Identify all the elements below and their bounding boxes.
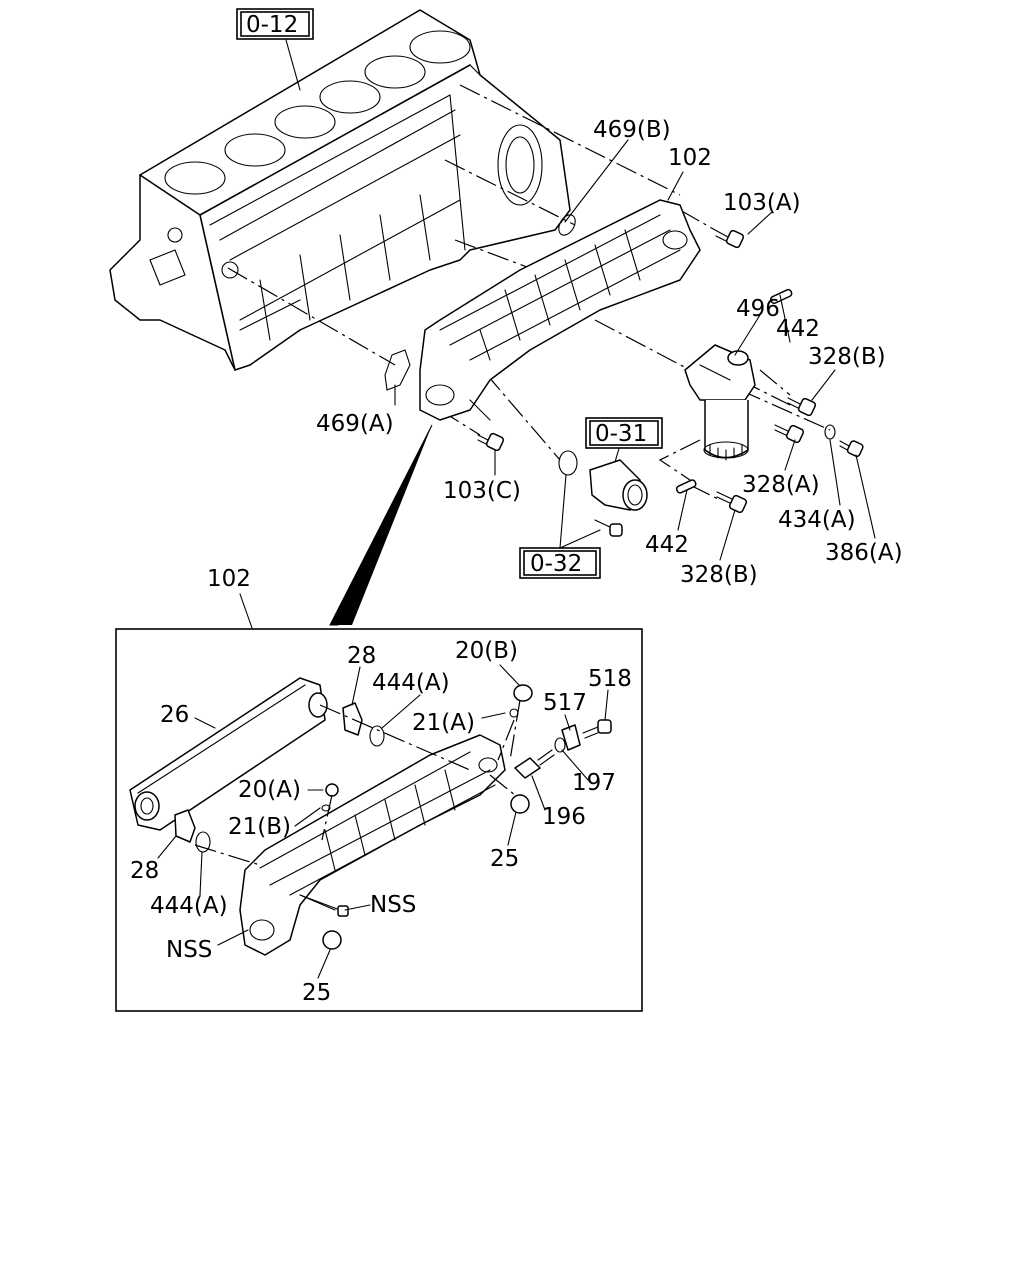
union-517 — [561, 724, 581, 751]
label-28-bottom: 28 — [130, 858, 159, 884]
label-103a: 103(A) — [723, 190, 801, 216]
nut-25-right — [510, 794, 530, 814]
label-25-right: 25 — [490, 846, 519, 872]
label-518: 518 — [588, 666, 632, 692]
label-517: 517 — [543, 690, 587, 716]
ref-0-31-label: 0-31 — [595, 421, 647, 447]
label-28-top: 28 — [347, 643, 376, 669]
label-102-detail: 102 — [207, 566, 251, 592]
label-328b-bottom: 328(B) — [680, 562, 758, 588]
water-outlet-0-31 — [589, 459, 648, 537]
label-197: 197 — [572, 770, 616, 796]
label-386a: 386(A) — [825, 540, 903, 566]
oil-cooler-assembly — [419, 199, 701, 421]
label-21a: 21(A) — [412, 710, 475, 736]
label-20b: 20(B) — [455, 638, 518, 664]
label-469a: 469(A) — [316, 411, 394, 437]
plug-20b — [513, 684, 533, 702]
sensor-196 — [514, 749, 555, 779]
bolt-103a — [714, 229, 745, 249]
oring-under-0-31 — [558, 450, 578, 476]
ref-0-32-label: 0-32 — [530, 551, 582, 577]
pin-442-top — [769, 288, 793, 305]
oring-197 — [554, 737, 566, 753]
label-26: 26 — [160, 702, 189, 728]
oring-444a-bottom — [195, 831, 211, 853]
reference-boxes — [236, 8, 663, 579]
oring-434a — [824, 424, 836, 440]
assembly-centerlines — [227, 84, 831, 501]
oring-444a-top — [369, 725, 385, 747]
bolt-328b-top — [787, 397, 817, 417]
label-496: 496 — [736, 296, 780, 322]
ref-0-12-label: 0-12 — [246, 12, 298, 38]
detail-cooler-body-102 — [239, 734, 506, 956]
upper-leaders — [239, 39, 876, 629]
label-444a-top: 444(A) — [372, 670, 450, 696]
cylinder-block — [109, 9, 571, 371]
gasket-469a — [384, 349, 411, 391]
callout-labels: 0-12 0-31 0-32 469(B) 102 103(A) 496 442… — [130, 12, 903, 1006]
detail-centerlines — [194, 699, 521, 866]
oring-469b — [558, 214, 576, 236]
oil-filter-496 — [684, 344, 756, 461]
label-nss-left: NSS — [166, 937, 212, 963]
nut-25-bottom — [322, 930, 342, 950]
washer-21b — [321, 804, 331, 812]
bolt-103c — [477, 432, 505, 452]
plug-20a — [325, 783, 339, 797]
detail-cooler-element-26 — [129, 677, 328, 831]
label-442-top: 442 — [776, 316, 820, 342]
label-20a: 20(A) — [238, 777, 301, 803]
label-434a: 434(A) — [778, 507, 856, 533]
label-196: 196 — [542, 804, 586, 830]
label-328b-top: 328(B) — [808, 344, 886, 370]
label-nss-right: NSS — [370, 892, 416, 918]
pin-442-bottom — [675, 479, 697, 494]
label-442-bottom: 442 — [645, 532, 689, 558]
label-21b: 21(B) — [228, 814, 291, 840]
label-469b: 469(B) — [593, 117, 671, 143]
gasket-28-bottom — [174, 809, 196, 843]
label-25-bottom: 25 — [302, 980, 331, 1006]
bolt-nss-right — [299, 894, 349, 917]
upper-bolts — [477, 229, 864, 514]
bolt-386a — [839, 440, 864, 458]
label-328a: 328(A) — [742, 472, 820, 498]
upper-gaskets — [384, 214, 836, 476]
label-102-top: 102 — [668, 145, 712, 171]
label-444a-bottom: 444(A) — [150, 893, 228, 919]
label-103c: 103(C) — [443, 478, 521, 504]
detail-leaders — [157, 664, 609, 979]
bolt-328a — [774, 424, 805, 444]
